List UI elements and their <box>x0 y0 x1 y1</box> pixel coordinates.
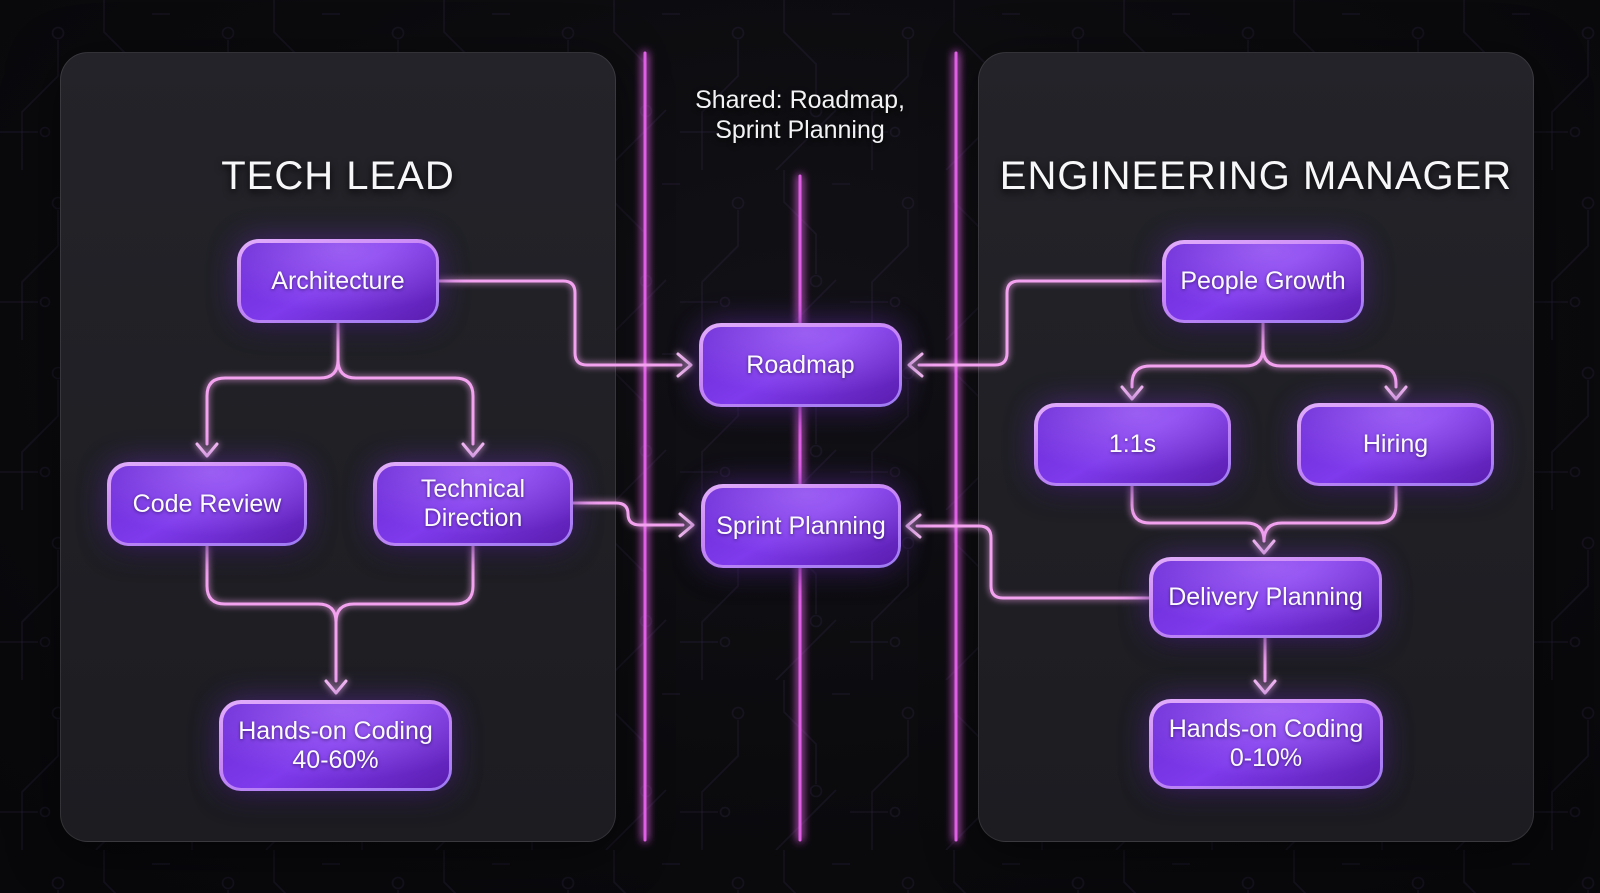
tech-lead-title: TECH LEAD <box>221 154 455 198</box>
arrow-into-codereview <box>195 442 219 458</box>
node-people-growth-label: People Growth <box>1165 243 1361 320</box>
edge-deliveryplanning-sprint <box>915 524 1151 600</box>
engineering-manager-title: ENGINEERING MANAGER <box>999 154 1513 198</box>
edge-architecture-codereview <box>205 321 340 446</box>
edge-techdirection-sprint <box>571 501 685 527</box>
arrow-into-roadmap-right <box>907 352 924 378</box>
node-handson-coding-eng-manager: Hands-on Coding 0-10% <box>1149 699 1383 789</box>
arrow-into-handson-techlead <box>324 679 348 695</box>
edge-oneonones-merge <box>1130 484 1266 543</box>
node-handson-coding-tech-lead: Hands-on Coding 40-60% <box>219 700 452 791</box>
edge-peoplegrowth-hiring <box>1261 346 1398 389</box>
arrow-into-hiring <box>1384 385 1408 401</box>
flow-connectors <box>205 279 1398 683</box>
node-handson-coding-eng-manager-label: Hands-on Coding 0-10% <box>1152 702 1380 786</box>
edge-techdirection-merge <box>334 544 475 624</box>
edge-hiring-merge <box>1262 484 1398 543</box>
node-architecture-label: Architecture <box>240 242 436 320</box>
node-delivery-planning: Delivery Planning <box>1149 557 1382 638</box>
arrow-into-handson-engmanager <box>1253 679 1277 695</box>
node-architecture: Architecture <box>237 239 439 323</box>
arrowheads <box>195 352 1408 695</box>
arrow-into-techdirection <box>461 442 485 458</box>
node-one-on-ones-label: 1:1s <box>1037 406 1228 483</box>
node-technical-direction-label: Technical Direction <box>376 465 570 543</box>
node-roadmap-label: Roadmap <box>702 326 899 404</box>
arrow-into-sprint-left <box>678 512 695 538</box>
node-sprint-planning: Sprint Planning <box>701 484 901 568</box>
edge-codereview-merge <box>205 544 338 683</box>
node-code-review: Code Review <box>107 462 307 546</box>
arrow-into-oneonones <box>1120 385 1144 401</box>
edge-architecture-roadmap <box>437 279 683 367</box>
node-code-review-label: Code Review <box>110 465 304 543</box>
node-delivery-planning-label: Delivery Planning <box>1152 560 1379 635</box>
edge-peoplegrowth-oneonones <box>1130 321 1265 389</box>
node-sprint-planning-label: Sprint Planning <box>704 487 898 565</box>
node-technical-direction: Technical Direction <box>373 462 573 546</box>
node-roadmap: Roadmap <box>699 323 902 407</box>
arrow-into-roadmap-left <box>676 352 693 378</box>
node-hiring-label: Hiring <box>1300 406 1491 483</box>
arrow-into-deliveryplanning <box>1252 539 1276 555</box>
node-one-on-ones: 1:1s <box>1034 403 1231 486</box>
edge-architecture-techdirection <box>336 358 475 446</box>
node-people-growth: People Growth <box>1162 240 1364 323</box>
shared-note: Shared: Roadmap, Sprint Planning <box>695 86 905 144</box>
node-hiring: Hiring <box>1297 403 1494 486</box>
arrow-into-sprint-right <box>905 513 922 539</box>
edge-peoplegrowth-roadmap <box>917 279 1164 367</box>
node-handson-coding-tech-lead-label: Hands-on Coding 40-60% <box>222 703 449 788</box>
divider-lines <box>643 51 958 842</box>
